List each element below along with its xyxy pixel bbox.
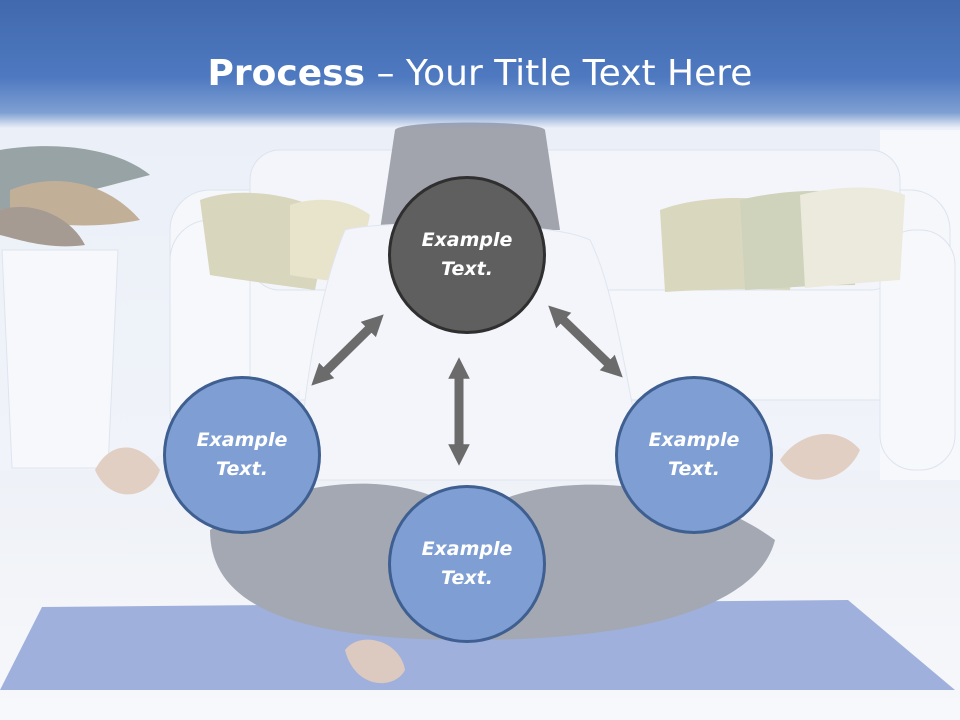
- circle-right-text: Example Text.: [648, 429, 740, 480]
- process-circle-bottom[interactable]: Example Text.: [388, 485, 546, 643]
- process-circle-left[interactable]: Example Text.: [163, 376, 321, 534]
- process-circle-top[interactable]: Example Text.: [388, 176, 546, 334]
- circle-bottom-text: Example Text.: [421, 538, 513, 589]
- title-rest: – Your Title Text Here: [365, 53, 753, 94]
- circle-left-text: Example Text.: [196, 429, 288, 480]
- slide-title: Process – Your Title Text Here: [0, 52, 960, 96]
- circle-top-text: Example Text.: [421, 229, 513, 280]
- title-bar: [0, 0, 960, 128]
- plant: [0, 146, 150, 247]
- process-circle-right[interactable]: Example Text.: [615, 376, 773, 534]
- title-bold-word: Process: [207, 53, 366, 94]
